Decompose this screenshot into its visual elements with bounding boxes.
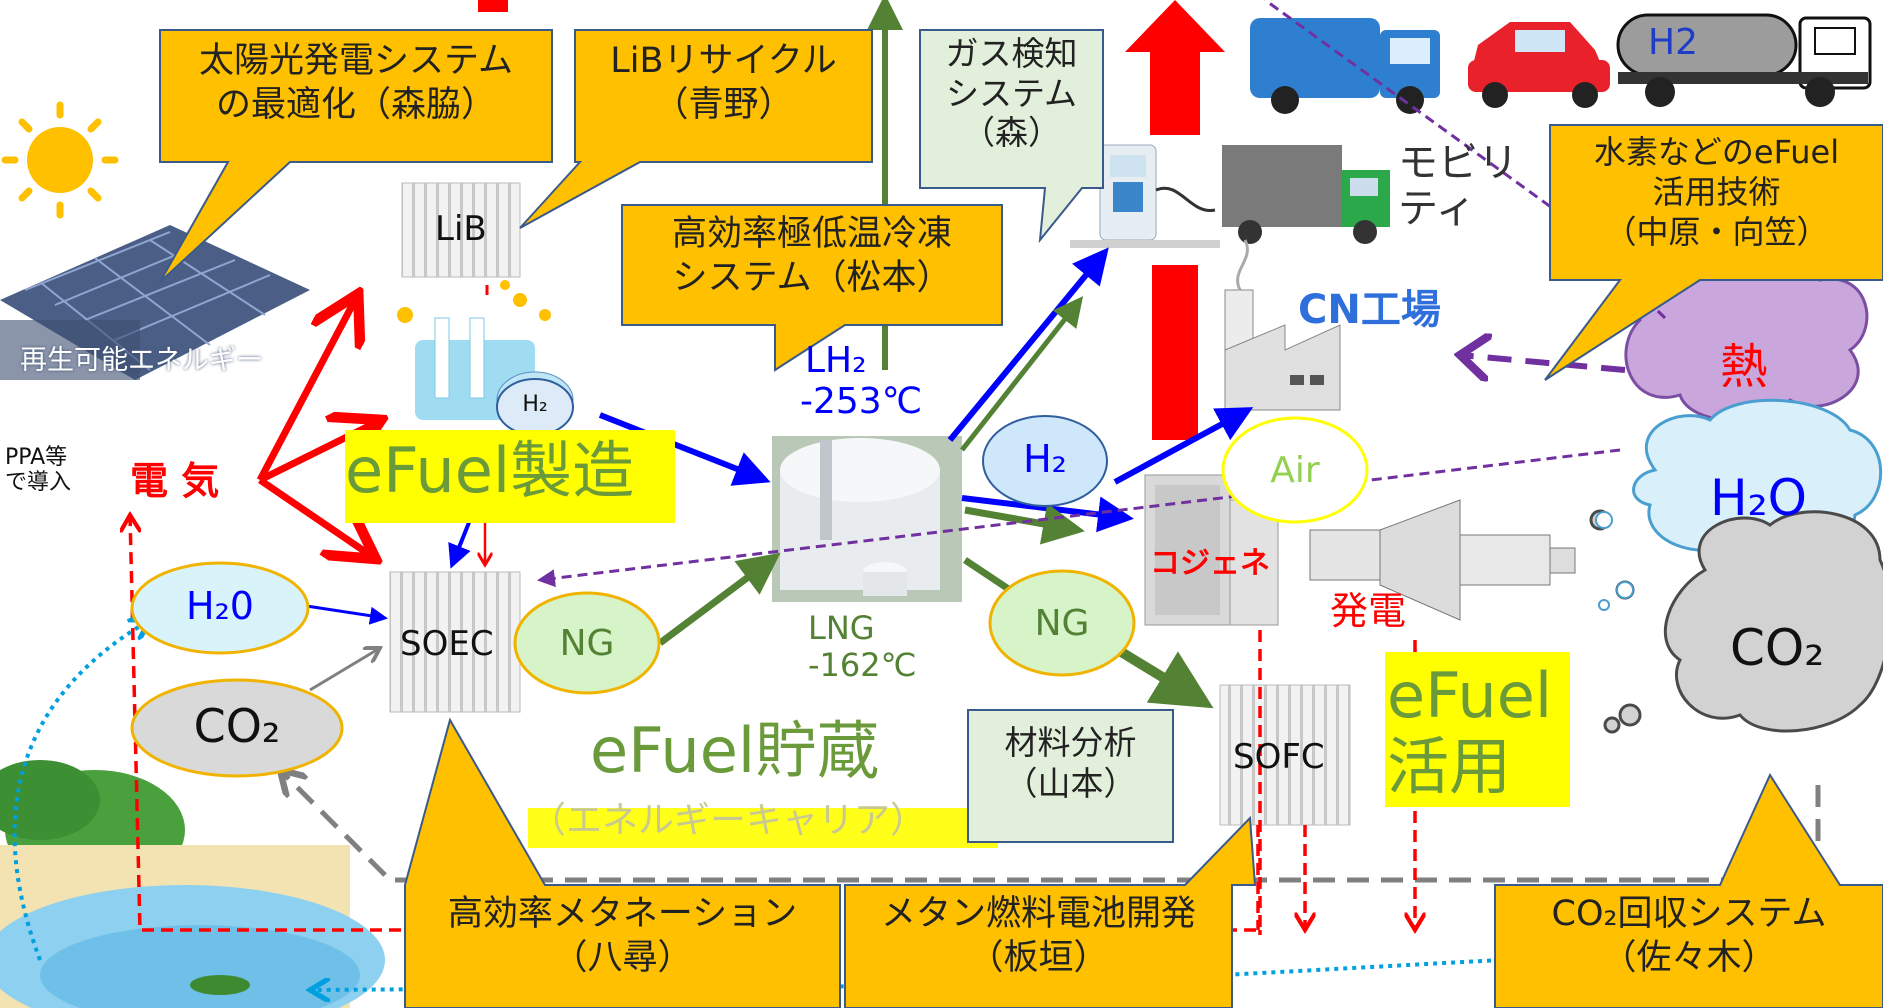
callout-line: （中原・向笠）	[1604, 213, 1829, 251]
co2-left-label: CO₂	[193, 699, 281, 753]
sofc-stack-icon	[1219, 684, 1351, 826]
callout-line: （板垣）	[968, 937, 1109, 978]
callout-line: （青野）	[653, 84, 794, 125]
ppa-line: で導入	[5, 470, 72, 496]
cn-factory-label: CN工場	[1298, 287, 1441, 333]
callout-line: LiBリサイクル	[610, 41, 837, 81]
callout-line: の最適化（森脇）	[215, 84, 496, 125]
soec-stack-icon	[389, 571, 521, 713]
h2-small-label: H₂	[522, 392, 548, 417]
lib-label: LiB	[435, 209, 487, 249]
efuel-use-line: 活用	[1387, 730, 1512, 804]
callout-co2-capture: CO₂回収システム （佐々木）	[1495, 893, 1883, 981]
callout-line: （森）	[962, 113, 1061, 153]
heat-label: 熱	[1720, 339, 1769, 395]
lh2-label: LH₂ -253℃	[800, 340, 922, 423]
lng-line: LNG	[808, 609, 875, 647]
air-label: Air	[1270, 450, 1320, 491]
renewable-energy-label: 再生可能エネルギー	[20, 345, 263, 376]
mobility-label: モビリ ティ	[1398, 140, 1518, 232]
car-icon	[1468, 22, 1610, 108]
callout-line: （山本）	[1004, 764, 1137, 804]
energy-carrier-label: （エネルギーキャリア）	[530, 800, 927, 841]
efuel-production-label: eFuel製造	[345, 434, 635, 507]
callout-methane-fuel-cell: メタン燃料電池開発 （板垣）	[845, 893, 1232, 981]
bubble-dots	[1595, 511, 1634, 611]
callout-efuel-utilization: 水素などのeFuel 活用技術 （中原・向笠）	[1550, 132, 1883, 252]
pond-landscape-icon	[0, 760, 385, 1008]
callout-solar-optimization: 太陽光発電システム の最適化（森脇）	[160, 40, 552, 128]
electricity-label: 電 気	[130, 459, 220, 503]
ellipse-shapes	[130, 378, 1369, 778]
callout-shapes	[159, 29, 1883, 1008]
sofc-label: SOFC	[1233, 737, 1325, 777]
soec-label: SOEC	[400, 624, 494, 664]
callout-gas-detection: ガス検知 システム （森）	[920, 34, 1103, 153]
ppa-label: PPA等 で導入	[5, 445, 71, 496]
callout-line: 高効率メタネーション	[447, 894, 798, 934]
tank-truck-label: H2	[1648, 22, 1698, 63]
lng-line: -162℃	[808, 645, 917, 684]
hydrogen-station-icon	[1070, 144, 1220, 248]
callout-line: （八尋）	[552, 937, 693, 978]
mobility-line: モビリ	[1398, 140, 1518, 186]
h2-label: H₂	[1023, 437, 1067, 481]
turbine-icon	[1309, 499, 1576, 621]
h2o-left-label: H₂0	[186, 584, 254, 628]
callout-line: システム（松本）	[672, 257, 952, 298]
callout-line: システム	[945, 73, 1077, 113]
truck-icon	[1222, 145, 1390, 244]
callout-line: 材料分析	[1004, 723, 1137, 762]
callout-methanation: 高効率メタネーション （八尋）	[405, 893, 840, 981]
efuel-use-line: eFuel	[1387, 659, 1553, 732]
cogeneration-label: コジェネ	[1150, 546, 1270, 581]
callout-line: 水素などのeFuel	[1593, 133, 1840, 171]
lh2-line: -253℃	[800, 381, 923, 423]
h2o-cloud-label: H₂O	[1710, 469, 1807, 527]
natural-gas-arrows	[657, 0, 1214, 709]
callout-line: 活用技術	[1652, 173, 1781, 211]
hydrogen-arrows	[299, 247, 1254, 625]
lh2-line: LH₂	[805, 340, 867, 381]
ng-left-label: NG	[559, 623, 615, 664]
cogeneration-unit-icon	[1144, 474, 1279, 626]
callout-line: ガス検知	[945, 34, 1078, 73]
ng-right-label: NG	[1034, 603, 1090, 644]
co2-cloud-label: CO₂	[1730, 619, 1825, 677]
tank-truck-icon	[1616, 13, 1872, 107]
mobility-line: ティ	[1398, 186, 1476, 232]
efuel-storage-label: eFuel貯蔵	[590, 714, 880, 787]
lib-stack-icon	[401, 182, 521, 278]
ppa-line: PPA等	[5, 445, 68, 470]
callout-material-analysis: 材料分析 （山本）	[968, 722, 1173, 805]
efuel-utilization-label: eFuel 活用	[1387, 660, 1552, 803]
callout-cryogenic-freezer: 高効率極低温冷凍 システム（松本）	[622, 213, 1002, 301]
highlight-boxes	[345, 430, 1570, 848]
callout-lib-recycle: LiBリサイクル （青野）	[575, 40, 872, 128]
callout-line: （佐々木）	[1601, 937, 1777, 978]
garbage-truck-icon	[1250, 18, 1440, 114]
lng-label: LNG -162℃	[808, 610, 917, 684]
power-generation-label: 発電	[1330, 589, 1407, 633]
callout-line: 太陽光発電システム	[199, 41, 513, 81]
sun-icon	[1, 101, 119, 219]
callout-line: 高効率極低温冷凍	[671, 214, 952, 254]
red-flow-bars	[478, 0, 1225, 440]
callout-line: CO₂回収システム	[1551, 894, 1827, 934]
storage-tank-icon	[772, 436, 962, 602]
callout-line: メタン燃料電池開発	[880, 894, 1196, 934]
